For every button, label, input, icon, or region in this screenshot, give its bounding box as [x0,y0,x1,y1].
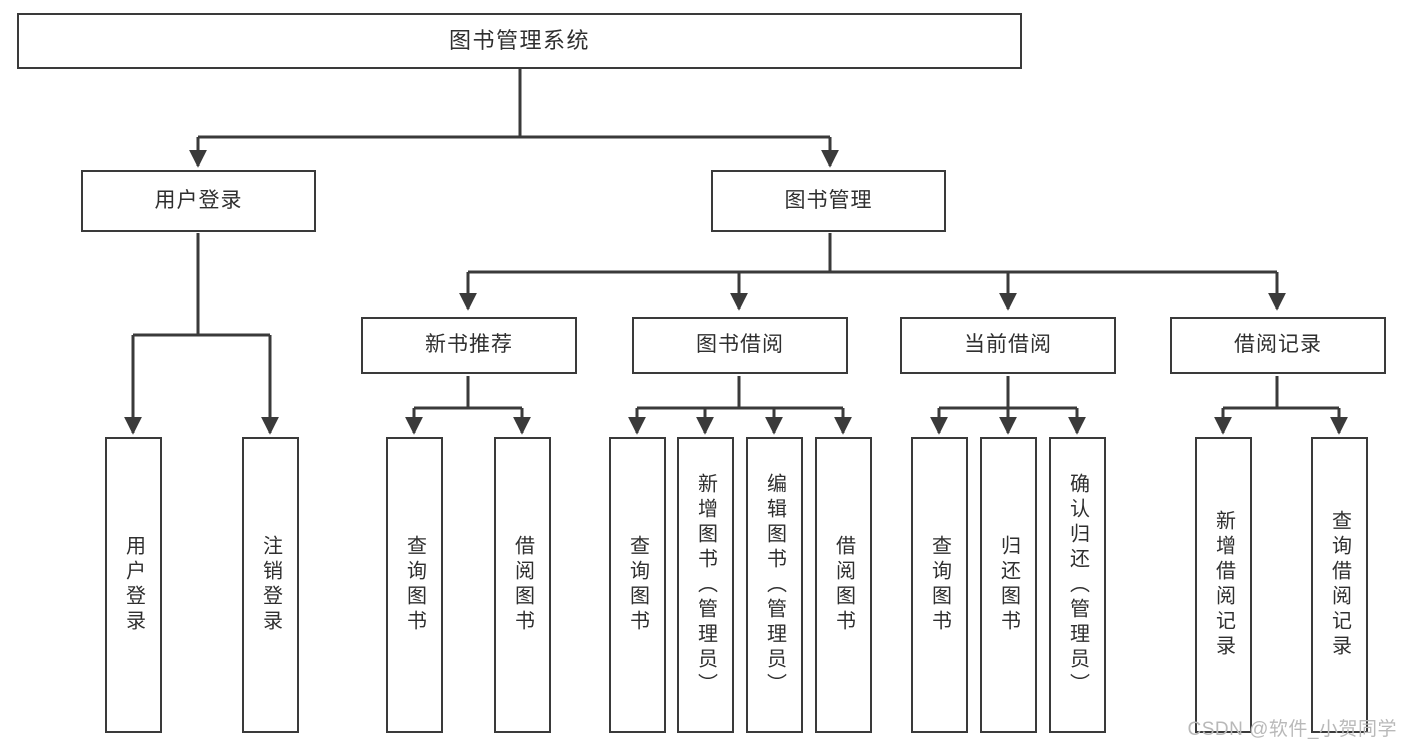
leaf-record-query-record[interactable]: 查询借阅记录 [1311,437,1368,733]
leaf-current-query-book[interactable]: 查询图书 [911,437,968,733]
node-current-borrow[interactable]: 当前借阅 [900,317,1116,374]
node-label: 图书管理 [784,188,873,212]
node-label: 图书借阅 [696,333,784,357]
node-label: 查询图书 [928,535,951,635]
node-label: 用户登录 [154,188,243,212]
node-label: 编辑图书（管理员） [763,472,786,698]
node-borrow-record[interactable]: 借阅记录 [1170,317,1386,374]
leaf-record-add-record[interactable]: 新增借阅记录 [1195,437,1252,733]
node-book-management-system[interactable]: 图书管理系统 [17,13,1022,69]
node-book-management[interactable]: 图书管理 [711,170,946,232]
leaf-user-login-signout[interactable]: 注销登录 [242,437,299,733]
node-label: 当前借阅 [964,333,1052,357]
node-label: 图书管理系统 [448,28,590,54]
node-label: 查询借阅记录 [1328,510,1351,660]
node-label: 用户登录 [122,535,145,635]
node-label: 借阅图书 [832,535,855,635]
node-book-borrow[interactable]: 图书借阅 [632,317,848,374]
leaf-borrow-borrow-book[interactable]: 借阅图书 [815,437,872,733]
node-label: 借阅记录 [1234,333,1322,357]
leaf-current-return-book[interactable]: 归还图书 [980,437,1037,733]
leaf-user-login-signin[interactable]: 用户登录 [105,437,162,733]
node-new-book-recommend[interactable]: 新书推荐 [361,317,577,374]
node-user-login[interactable]: 用户登录 [81,170,316,232]
leaf-borrow-add-book-admin[interactable]: 新增图书（管理员） [677,437,734,733]
node-label: 新书推荐 [425,333,513,357]
node-label: 查询图书 [626,535,649,635]
leaf-new-book-query-book[interactable]: 查询图书 [386,437,443,733]
leaf-borrow-query-book[interactable]: 查询图书 [609,437,666,733]
watermark-text: CSDN @软件_小贺同学 [1187,719,1397,740]
leaf-borrow-edit-book-admin[interactable]: 编辑图书（管理员） [746,437,803,733]
node-label: 确认归还（管理员） [1066,472,1089,698]
leaf-new-book-borrow-book[interactable]: 借阅图书 [494,437,551,733]
node-label: 新增图书（管理员） [694,472,717,698]
node-label: 注销登录 [259,535,282,635]
node-label: 归还图书 [997,535,1020,635]
node-label: 新增借阅记录 [1212,510,1235,660]
node-label: 查询图书 [403,535,426,635]
leaf-current-confirm-return-admin[interactable]: 确认归还（管理员） [1049,437,1106,733]
node-label: 借阅图书 [511,535,534,635]
